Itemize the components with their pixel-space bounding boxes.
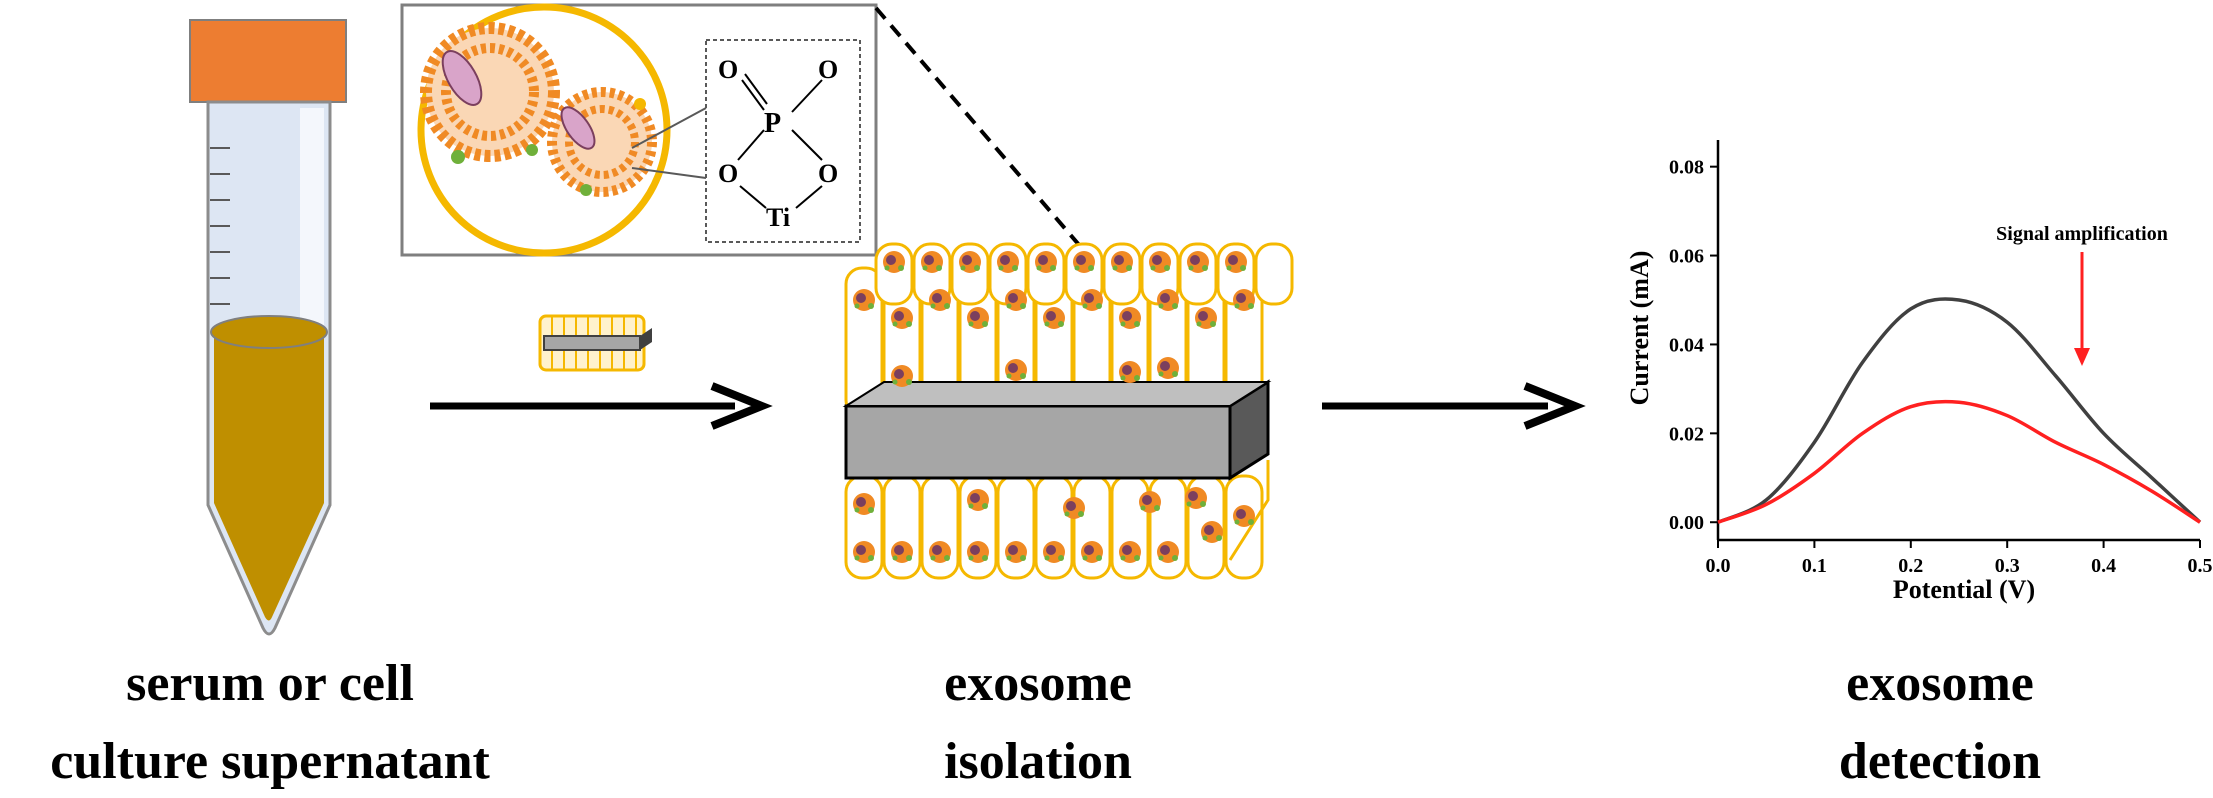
dpv-chart: 0.0 0.1 0.2 0.3 0.4 0.5 0.00 0.02 0.04 0.06 0.08 P… xyxy=(1625,140,2213,604)
framework-block xyxy=(842,242,1294,580)
stage-detection-line1: exosome xyxy=(1846,655,2034,712)
exosome-vesicle-large xyxy=(420,22,560,164)
chart-ticks: 0.0 0.1 0.2 0.3 0.4 0.5 0.00 0.02 0.04 0.06 0.08 xyxy=(1669,157,2213,577)
chem-o-top-left: O xyxy=(718,55,738,84)
chem-ti: Ti xyxy=(766,203,790,232)
x-tick-label: 0.2 xyxy=(1898,555,1923,577)
small-framework-icon xyxy=(538,314,652,372)
x-tick-label: 0.3 xyxy=(1995,555,2020,577)
tube-graduations xyxy=(210,147,230,305)
signal-amplification-arrow xyxy=(2074,252,2090,366)
tube-cap xyxy=(189,19,347,103)
chart-xlabel: Potential (V) xyxy=(1893,575,2035,604)
series-line-2 xyxy=(1717,399,2201,524)
stage-detection-line2: detection xyxy=(1839,733,2041,790)
y-tick-label: 0.00 xyxy=(1669,512,1704,534)
stage-sample-line2: culture supernatant xyxy=(50,733,490,790)
chart-axes xyxy=(1716,140,2200,542)
sample-liquid xyxy=(214,332,324,621)
stage-isolation-line2: isolation xyxy=(944,733,1132,790)
chart-series xyxy=(1717,297,2202,524)
stage-label-isolation: exosome isolation xyxy=(944,655,1132,790)
x-tick-label: 0.1 xyxy=(1802,555,1827,577)
stage-label-detection: exosome detection xyxy=(1839,655,2041,790)
chem-p: P xyxy=(764,108,781,139)
stage-sample-line1: serum or cell xyxy=(126,655,414,712)
y-tick-label: 0.02 xyxy=(1669,423,1704,445)
zoom-inset: O O P O O Ti xyxy=(400,3,878,257)
stage-isolation-line1: exosome xyxy=(944,655,1132,712)
arrow-to-detection xyxy=(1322,382,1586,430)
chem-o-bottom-right: O xyxy=(818,159,838,188)
binding-pointer-lines xyxy=(631,107,707,179)
y-tick-label: 0.04 xyxy=(1669,334,1704,356)
x-tick-label: 0.5 xyxy=(2188,555,2213,577)
chart-ylabel: Current (mA) xyxy=(1625,251,1654,406)
substrate-slab xyxy=(842,379,1272,481)
y-tick-label: 0.08 xyxy=(1669,157,1704,179)
phosphate-ti-box xyxy=(705,39,861,243)
chem-o-bottom-left: O xyxy=(718,159,738,188)
exosome-vesicle-small xyxy=(547,87,657,197)
stage-label-sample: serum or cell culture supernatant xyxy=(50,655,490,790)
series-line-1 xyxy=(1717,297,2202,524)
chem-bonds xyxy=(737,73,823,209)
y-tick-label: 0.06 xyxy=(1669,246,1704,268)
x-tick-label: 0.0 xyxy=(1706,555,1731,577)
signal-amplification-annotation: Signal amplification xyxy=(1996,223,2168,245)
sample-tube xyxy=(189,19,347,636)
arrow-to-isolation xyxy=(430,382,773,430)
x-tick-label: 0.4 xyxy=(2091,555,2116,577)
chem-o-top-right: O xyxy=(818,55,838,84)
